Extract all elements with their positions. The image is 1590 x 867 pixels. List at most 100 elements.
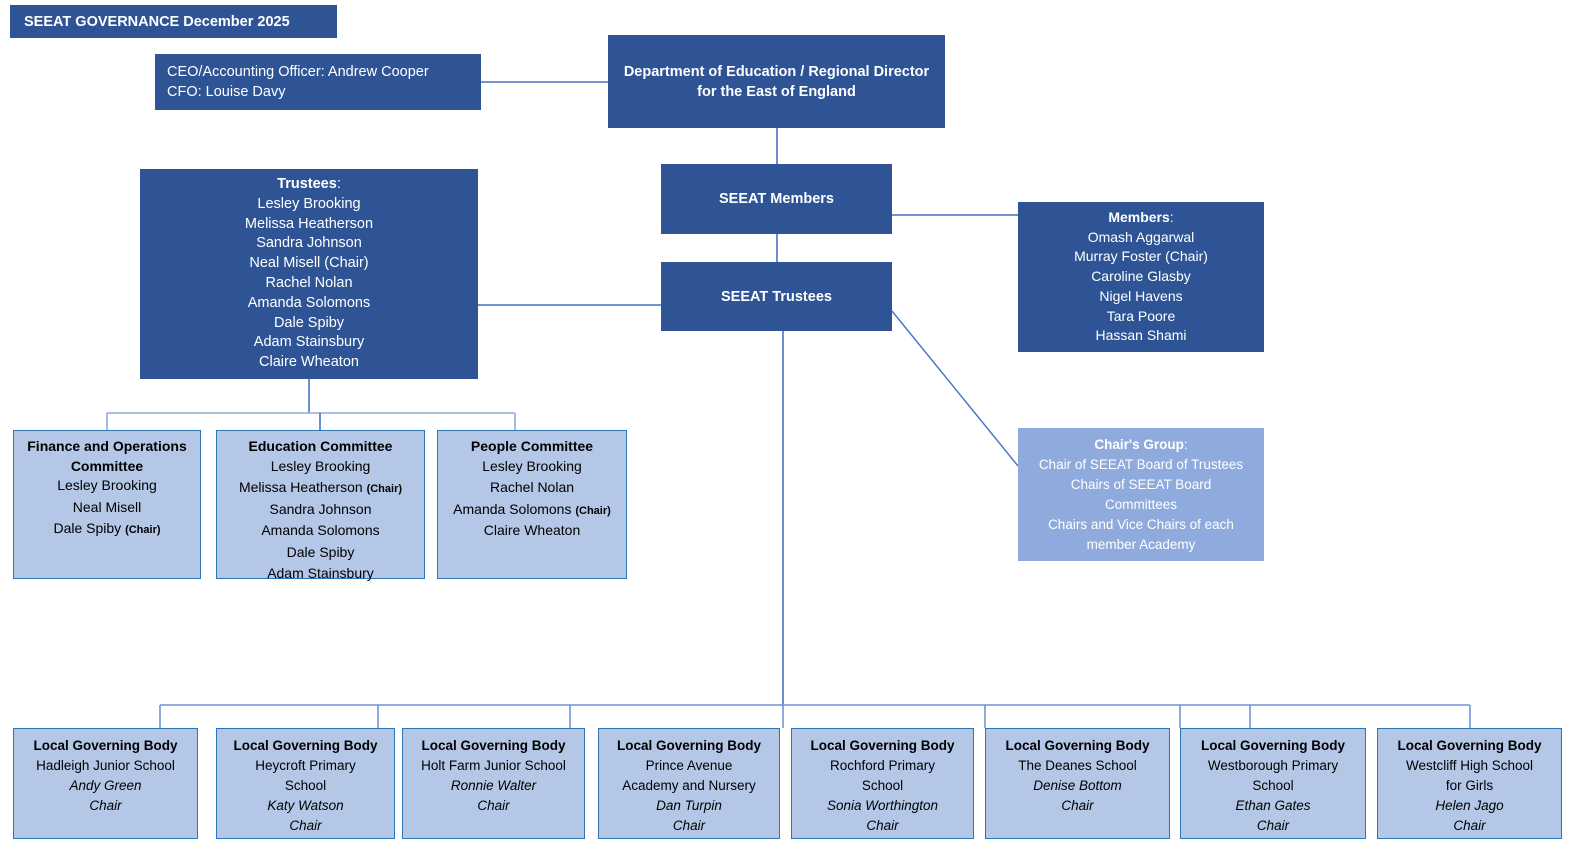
lgb-heading: Local Governing Body <box>1200 738 1346 753</box>
seeat-members-box: SEEAT Members <box>661 164 892 234</box>
lgb-heading: Local Governing Body <box>33 738 178 753</box>
trustees-panel-name: Adam Stainsbury <box>253 334 365 351</box>
trustees-panel-name: Sandra Johnson <box>256 235 362 252</box>
lgb-school-line: Prince Avenue <box>645 758 733 773</box>
executive-officers-box: CEO/Accounting Officer: Andrew Cooper CF… <box>155 54 481 110</box>
chairs-group-box: Chair's Group: Chair of SEEAT Board of T… <box>1018 428 1264 561</box>
dfe-line-2: for the East of England <box>697 83 856 100</box>
members-panel-name: Tara Poore <box>1106 307 1176 324</box>
lgb-box-hadleigh-junior-school: Local Governing Body Hadleigh Junior Sch… <box>13 728 198 839</box>
committee-member: Amanda Solomons <box>261 522 380 538</box>
committee-member: Rachel Nolan <box>489 479 575 495</box>
lgb-school-line: Academy and Nursery <box>622 778 756 793</box>
lgb-box-the-deanes-school: Local Governing Body The Deanes School D… <box>985 728 1170 839</box>
committee-member: Dale Spiby (Chair) <box>53 520 161 536</box>
committee-member: Lesley Brooking <box>57 477 157 493</box>
members-panel-name: Caroline Glasby <box>1091 268 1191 285</box>
committee-people: People Committee Lesley Brooking Rachel … <box>437 430 627 579</box>
seeat-trustees-box: SEEAT Trustees <box>661 262 892 331</box>
committee-member: Sandra Johnson <box>269 500 372 517</box>
lgb-school-line: for Girls <box>1445 778 1494 793</box>
lgb-chair-name: Dan Turpin <box>656 798 722 813</box>
lgb-chair-role: Chair <box>1453 818 1486 833</box>
committee-member: Claire Wheaton <box>483 522 581 538</box>
trustees-panel-name: Melissa Heatherson <box>244 215 374 232</box>
lgb-chair-name: Ethan Gates <box>1235 798 1311 813</box>
lgb-box-heycroft-primary-school: Local Governing Body Heycroft Primary Sc… <box>216 728 395 839</box>
lgb-school-line: Holt Farm Junior School <box>421 758 566 773</box>
members-panel-name: Omash Aggarwal <box>1087 228 1195 245</box>
lgb-school-line: Hadleigh Junior School <box>36 758 175 773</box>
seeat-members-label: SEEAT Members <box>719 191 834 207</box>
lgb-heading: Local Governing Body <box>233 738 378 753</box>
trustees-panel-name: Rachel Nolan <box>265 275 353 291</box>
committee-member: Dale Spiby <box>286 543 355 560</box>
lgb-school-line: Westcliff High School <box>1405 758 1534 773</box>
members-panel: Members: Omash Aggarwal Murray Foster (C… <box>1018 202 1264 352</box>
lgb-chair-role: Chair <box>866 818 899 833</box>
trustees-panel-name: Lesley Brooking <box>257 195 361 212</box>
lgb-box-westborough-primary-school: Local Governing Body Westborough Primary… <box>1180 728 1366 839</box>
committee-member: Melissa Heatherson (Chair) <box>238 479 403 495</box>
trustees-panel: Trustees: Lesley Brooking Melissa Heathe… <box>140 169 478 379</box>
lgb-heading: Local Governing Body <box>1397 738 1542 753</box>
trustees-panel-name: Neal Misell (Chair) <box>249 255 369 272</box>
lgb-heading: Local Governing Body <box>810 738 955 753</box>
department-of-education-box: Department of Education / Regional Direc… <box>608 35 945 128</box>
trustees-panel-heading: Trustees: <box>277 176 341 193</box>
chairs-group-line: Chairs of SEEAT Board <box>1070 476 1212 492</box>
chairs-group-heading: Chair's Group: <box>1094 436 1188 452</box>
lgb-school-line: School <box>284 778 327 793</box>
chairs-group-line: member Academy <box>1086 536 1196 552</box>
members-panel-name: Hassan Shami <box>1095 327 1187 344</box>
lgb-box-westcliff-high-school-for-girls: Local Governing Body Westcliff High Scho… <box>1377 728 1562 839</box>
lgb-school-line: School <box>1252 778 1294 793</box>
lgb-school-line: Heycroft Primary <box>255 758 356 773</box>
committee-member: Neal Misell <box>72 498 142 515</box>
lgb-school-line: Rochford Primary <box>829 758 936 773</box>
members-panel-name: Nigel Havens <box>1099 287 1183 304</box>
lgb-box-rochford-primary-school: Local Governing Body Rochford Primary Sc… <box>791 728 974 839</box>
trustees-panel-name: Amanda Solomons <box>247 294 371 311</box>
lgb-chair-name: Sonia Worthington <box>826 798 939 813</box>
lgb-heading: Local Governing Body <box>421 738 566 753</box>
committee-title-line: Education Committee <box>248 438 393 454</box>
trustees-panel-name: Claire Wheaton <box>259 354 359 371</box>
ceo-line: CEO/Accounting Officer: Andrew Cooper <box>167 64 429 80</box>
lgb-school-line: Westborough Primary <box>1207 758 1339 773</box>
lgb-school-line: The Deanes School <box>1018 758 1137 773</box>
trustees-panel-name: Dale Spiby <box>273 314 345 331</box>
committee-member: Lesley Brooking <box>270 457 371 474</box>
committee-education: Education Committee Lesley Brooking Meli… <box>216 430 425 581</box>
lgb-chair-role: Chair <box>672 818 706 833</box>
lgb-heading: Local Governing Body <box>1005 738 1150 753</box>
cfo-line: CFO: Louise Davy <box>167 84 286 100</box>
members-panel-name: Murray Foster (Chair) <box>1074 248 1208 265</box>
committee-title-line: People Committee <box>470 438 594 454</box>
lgb-box-holt-farm-junior-school: Local Governing Body Holt Farm Junior Sc… <box>402 728 585 839</box>
lgb-chair-name: Katy Watson <box>267 798 344 813</box>
page-title: SEEAT GOVERNANCE December 2025 <box>24 13 290 30</box>
committee-title-line: Committee <box>70 457 144 474</box>
seeat-trustees-label: SEEAT Trustees <box>721 288 832 305</box>
lgb-chair-role: Chair <box>1256 818 1290 833</box>
lgb-heading: Local Governing Body <box>616 738 762 753</box>
lgb-chair-name: Ronnie Walter <box>450 778 537 793</box>
lgb-chair-role: Chair <box>1061 798 1094 813</box>
committee-member: Adam Stainsbury <box>267 565 374 581</box>
lgb-chair-name: Denise Bottom <box>1033 778 1122 793</box>
committee-member: Lesley Brooking <box>482 457 582 474</box>
lgb-chair-role: Chair <box>89 798 122 813</box>
chairs-group-line: Chairs and Vice Chairs of each <box>1048 516 1234 532</box>
lgb-chair-name: Andy Green <box>69 778 142 793</box>
chart-title-banner: SEEAT GOVERNANCE December 2025 <box>10 5 337 38</box>
dfe-line-1: Department of Education / Regional Direc… <box>623 63 930 80</box>
committee-title-line: Finance and Operations <box>27 438 187 454</box>
chairs-group-line: Committees <box>1104 496 1177 512</box>
lgb-chair-role: Chair <box>477 798 510 813</box>
lgb-school-line: School <box>861 778 904 793</box>
committee-member: Amanda Solomons (Chair) <box>453 500 611 517</box>
committee-finance-and-operations: Finance and Operations Committee Lesley … <box>13 430 201 579</box>
members-panel-heading: Members: <box>1108 208 1174 225</box>
lgb-box-prince-avenue-academy-and-nursery: Local Governing Body Prince Avenue Acade… <box>598 728 780 839</box>
